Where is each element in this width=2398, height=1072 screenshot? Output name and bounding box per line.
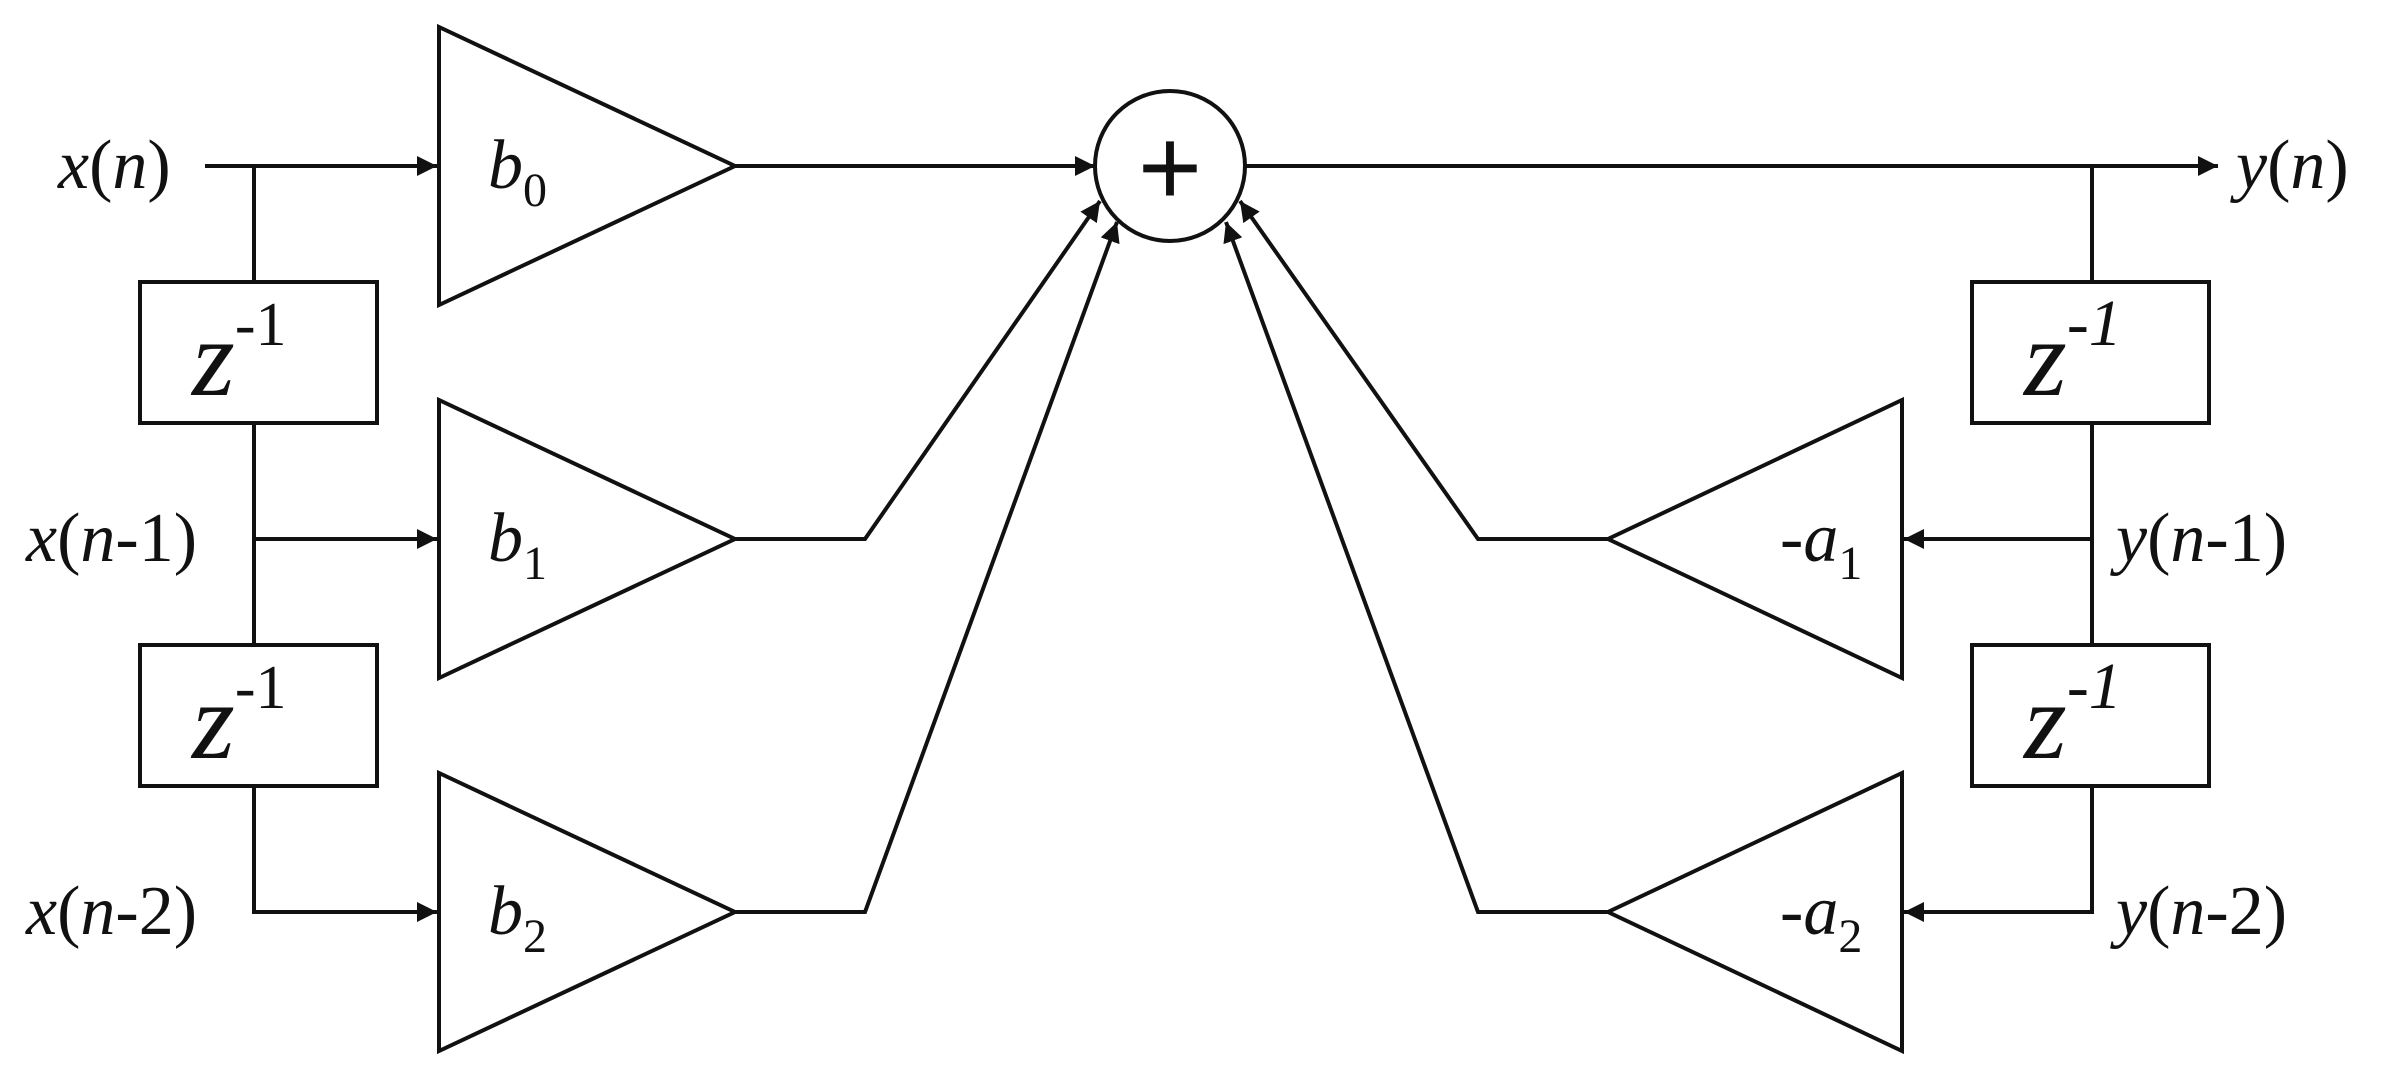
wire-neg-a2-to-summer (1223, 221, 1608, 914)
delay-left-2-label: z-1 (190, 654, 286, 782)
gain-b1-triangle (437, 396, 740, 682)
wire-b2-to-summer (735, 221, 1120, 914)
gain-b0-triangle (437, 23, 740, 309)
delay-box-left-2 (138, 643, 379, 788)
gain-b1-label: b1 (488, 500, 547, 590)
label-x-n-2: x(n-2) (25, 873, 197, 950)
summer-node (1093, 89, 1247, 243)
delay-box-right-2 (1970, 643, 2211, 788)
gain-neg-a2-triangle (1603, 769, 1904, 1055)
delay-box-right-1 (1970, 280, 2211, 425)
summer-plus-icon: + (1138, 106, 1202, 229)
label-y-n: y(n) (2230, 127, 2349, 204)
wire-feedback-2 (1904, 786, 2094, 922)
label-y-n-2: y(n-2) (2110, 873, 2287, 950)
delay-box-left-1 (138, 280, 379, 425)
gain-neg-a1-triangle (1603, 396, 1904, 682)
wire-b1-to-summer (735, 199, 1102, 541)
label-x-n-1: x(n-1) (25, 500, 197, 577)
delay-left-1-label: z-1 (190, 291, 286, 419)
gain-b2-triangle (437, 769, 740, 1055)
label-y-n-1: y(n-1) (2110, 500, 2287, 577)
gain-neg-a2-label: -a2 (1780, 873, 1862, 963)
delay-right-2-label: z-1 (2022, 650, 2122, 782)
wire-neg-a1-to-summer (1238, 199, 1608, 541)
label-x-n: x(n) (57, 127, 171, 204)
gain-b0-label: b0 (488, 127, 547, 217)
wire-xn2-to-b2 (252, 786, 437, 922)
gain-neg-a1-label: -a1 (1780, 500, 1862, 590)
delay-right-1-label: z-1 (2022, 287, 2122, 419)
gain-b2-label: b2 (488, 873, 547, 963)
